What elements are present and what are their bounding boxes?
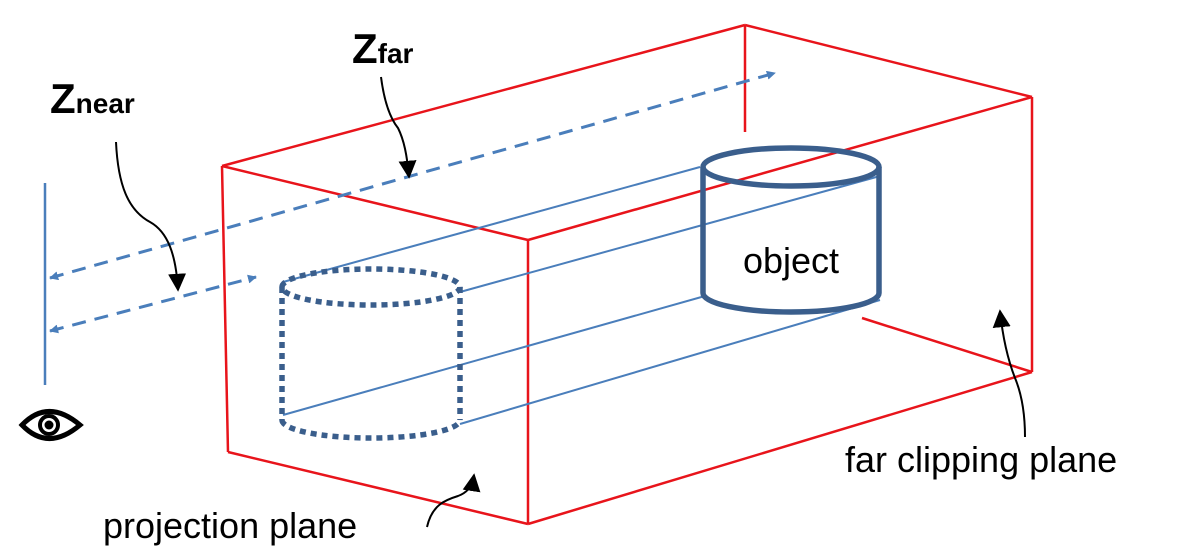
object-cylinder-top [700,145,882,189]
projection-plane-face [220,165,530,526]
projection-ray [459,299,881,425]
projection-plane-label: projection plane [103,505,357,546]
z-near-distance-arrow [49,274,257,334]
projection-ray [282,295,706,416]
far-box-top-left-edge [221,23,746,168]
projection-ray [282,166,701,283]
z-far-label: Zfar [352,25,414,72]
far-box-bottom-back-edge [861,316,1033,374]
projected-cylinder-bottom [279,419,463,441]
far-box-front-top-edge [221,164,529,242]
far-box-right-top-edge [527,95,1033,242]
object-cylinder[interactable] [700,145,882,315]
object-cylinder-bottom [700,292,882,315]
eye-icon [18,409,84,441]
far-box-top-right-edge [744,23,1033,99]
z-near-label: Znear [50,75,135,122]
z-near-pointer [115,141,187,292]
projected-cylinder [279,266,463,441]
far-clipping-plane-label: far clipping plane [845,439,1117,480]
projection-plane-pointer [426,473,481,528]
object-label: object [743,240,839,281]
projection-rays [282,166,881,425]
pointer-arrows [115,76,1026,528]
far-box-bottom-right-edge [527,370,1033,526]
far-clipping-plane-pointer [992,309,1026,438]
z-far-pointer [380,76,417,179]
